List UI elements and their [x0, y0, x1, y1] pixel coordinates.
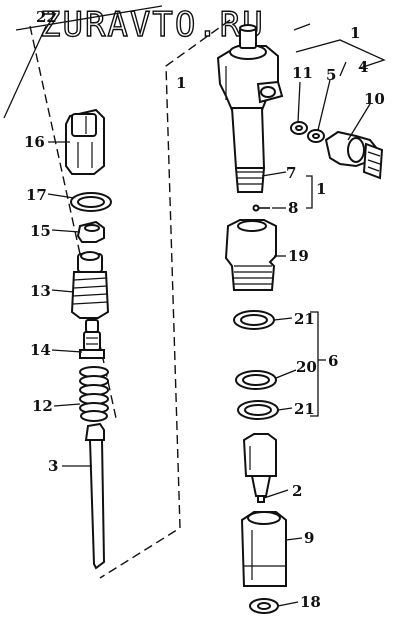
part-1-injector-body — [216, 24, 284, 193]
callout-1-body: 1 — [176, 74, 186, 92]
part-20-ring — [235, 370, 277, 390]
part-21-shim-upper — [233, 310, 275, 330]
part-19-nozzle-nut — [224, 219, 277, 291]
callout-6: 6 — [328, 352, 338, 370]
callout-17: 17 — [26, 186, 47, 204]
part-3-push-rod — [84, 422, 106, 570]
callout-19: 19 — [288, 247, 309, 265]
callout-13: 13 — [30, 282, 51, 300]
callout-9: 9 — [304, 529, 314, 547]
callout-5: 5 — [326, 66, 336, 84]
callout-12: 12 — [32, 397, 53, 415]
reference-lines — [3, 5, 311, 119]
part-16-cap-nut — [65, 108, 105, 175]
part-10-fitting — [324, 130, 384, 180]
part-5-washer — [307, 129, 325, 143]
callout-1-bracket: 1 — [316, 180, 326, 198]
part-18-washer — [249, 598, 279, 614]
callout-15: 15 — [30, 222, 51, 240]
part-21-shim-lower — [237, 400, 279, 420]
part-11-washer — [290, 121, 308, 135]
assembly-boundary-dashed — [29, 19, 231, 579]
part-14-spring-seat — [79, 319, 105, 359]
part-17-sealing-ring — [70, 192, 112, 212]
callout-2: 2 — [292, 482, 302, 500]
part-12-spring — [79, 366, 109, 422]
callout-21-lower: 21 — [294, 400, 315, 418]
callout-11: 11 — [292, 64, 313, 82]
watermark-text: ZURAVTO.RU — [40, 5, 265, 45]
callout-16: 16 — [24, 133, 45, 151]
callout-1-top: 1 — [350, 24, 360, 42]
callout-4: 4 — [358, 58, 368, 76]
callout-8: 8 — [288, 199, 298, 217]
callout-3: 3 — [48, 457, 58, 475]
callout-18: 18 — [300, 593, 321, 611]
callout-7: 7 — [286, 164, 296, 182]
callout-21-upper: 21 — [294, 310, 315, 328]
part-9-nut — [240, 511, 287, 587]
callout-10: 10 — [364, 90, 385, 108]
part-15-nut — [76, 220, 105, 243]
leader-lines — [47, 39, 386, 607]
callout-20: 20 — [296, 358, 317, 376]
callout-labels: 22 1 1 4 11 5 10 16 7 1 17 8 15 19 13 21… — [24, 8, 385, 611]
callout-22: 22 — [36, 8, 57, 26]
part-2-nozzle — [242, 433, 277, 503]
part-8-pin — [252, 204, 270, 212]
callout-14: 14 — [30, 341, 51, 359]
part-13-adjusting-screw — [70, 251, 110, 319]
